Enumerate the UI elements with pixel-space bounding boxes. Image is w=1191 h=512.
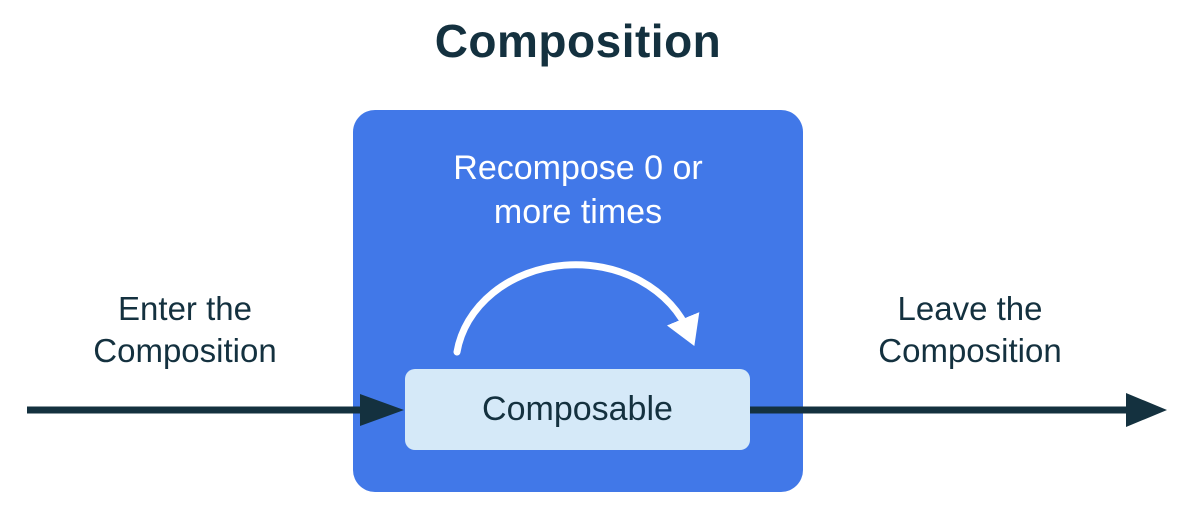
composable-box: Composable xyxy=(405,369,750,450)
recompose-label-line2: more times xyxy=(493,193,663,231)
leave-composition-label: Leave the Composition xyxy=(820,288,1120,372)
enter-composition-label: Enter the Composition xyxy=(35,288,335,372)
composable-label: Composable xyxy=(482,390,673,428)
leave-arrow-head-icon xyxy=(1126,393,1167,427)
recompose-label-line1: Recompose 0 or xyxy=(453,149,703,187)
recompose-label: Recompose 0 or more times xyxy=(353,146,803,234)
enter-label-line1: Enter the xyxy=(118,290,252,327)
leave-label-line2: Composition xyxy=(878,332,1062,369)
leave-label-line1: Leave the xyxy=(897,290,1043,327)
enter-label-line2: Composition xyxy=(93,332,277,369)
diagram-title: Composition xyxy=(434,15,722,67)
